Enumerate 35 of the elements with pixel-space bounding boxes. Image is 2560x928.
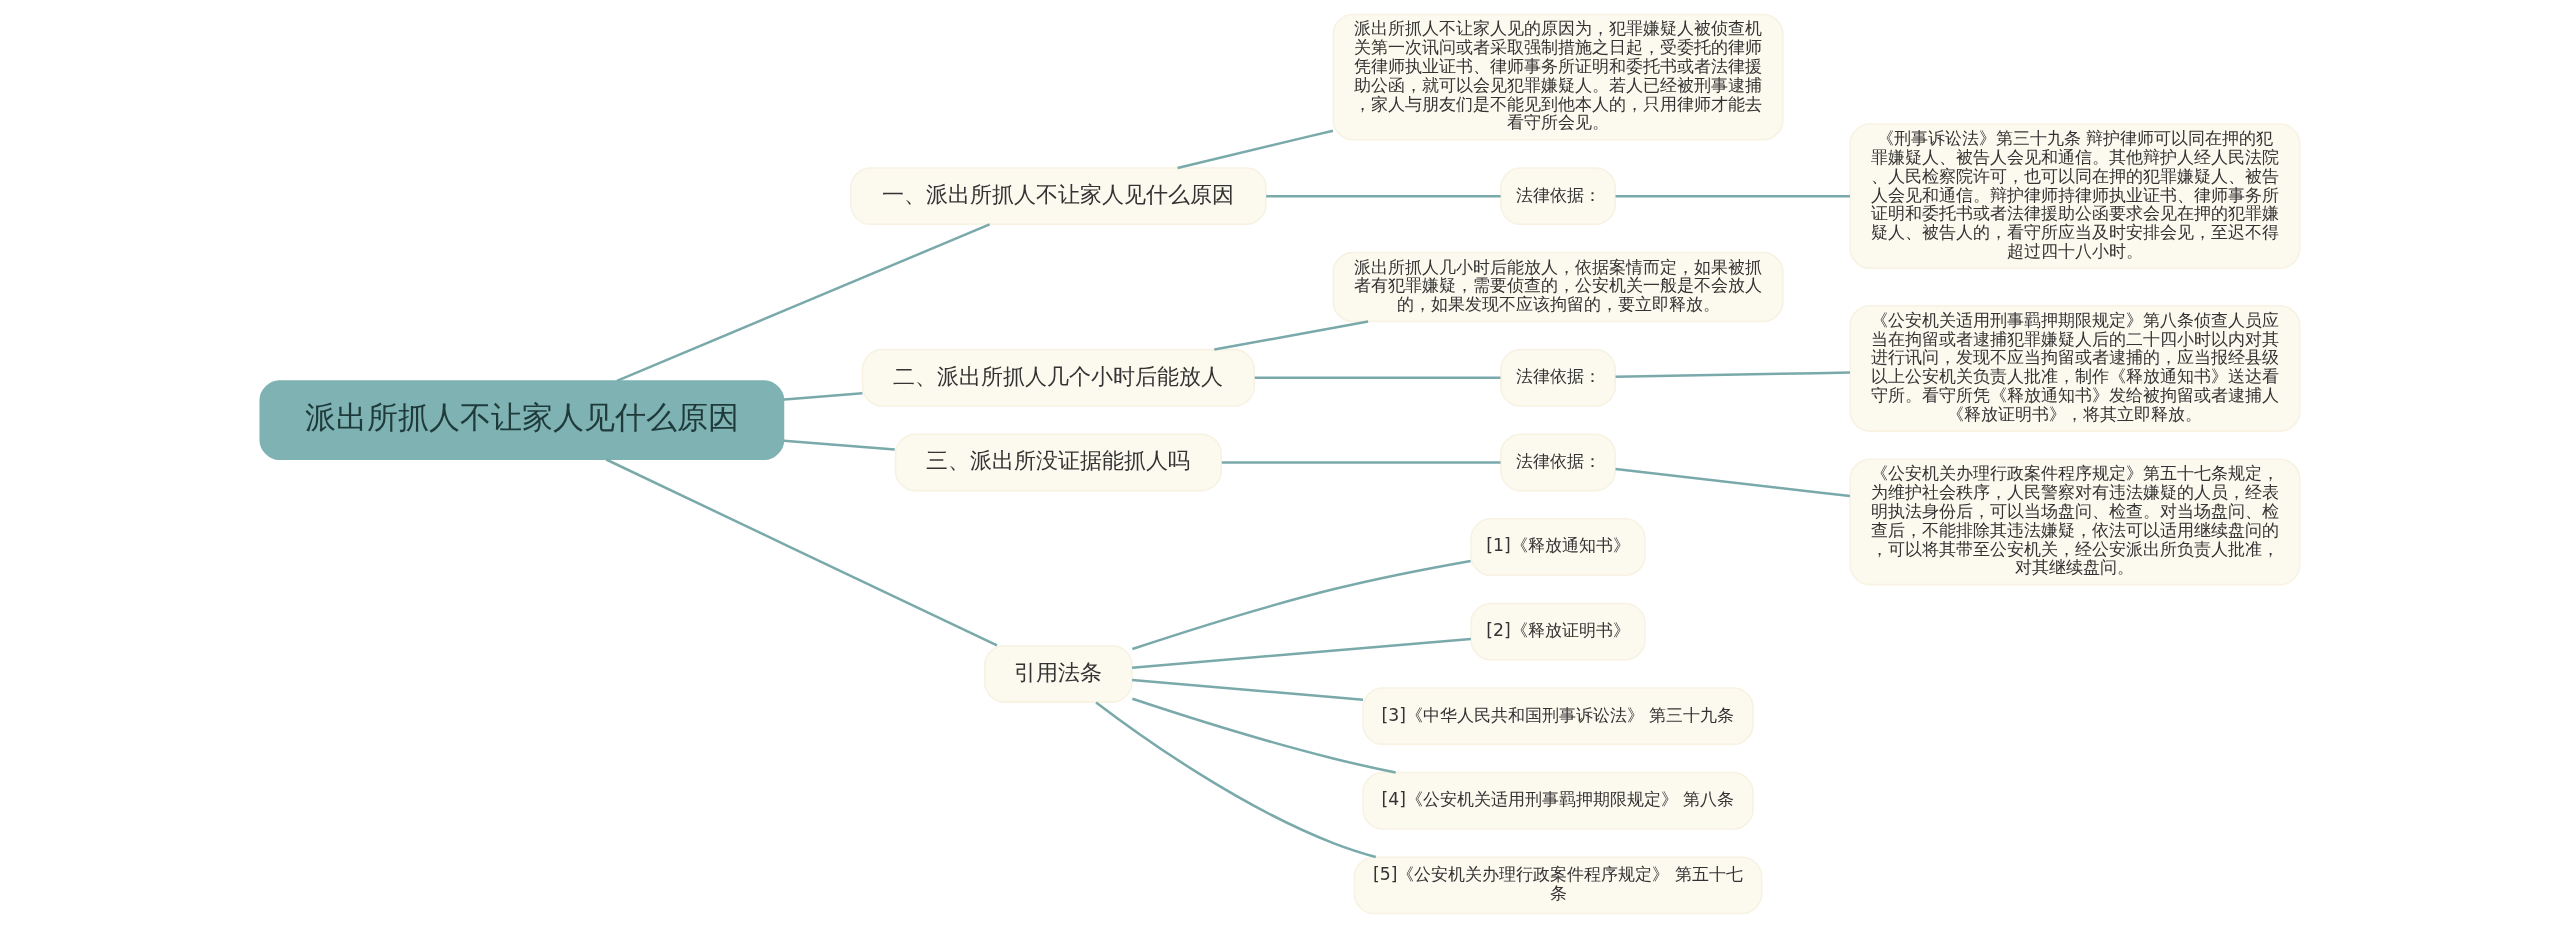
node-box: 一、派出所抓人不让家人见什么原因 xyxy=(850,167,1267,226)
connector xyxy=(1615,371,1850,379)
connector xyxy=(1132,678,1364,701)
connector xyxy=(1132,559,1471,651)
node-box: 《刑事诉讼法》第三十九条 辩护律师可以同在押的犯罪嫌疑人、被告人会见和通信。其他辩护人经人民法院、人民检察院许可，也可以同在押的犯罪嫌疑人、被告人会见和通信。辩护律师持律师执业证书、律师事务所证明和委托书或者法律援助公函要求会见在押的犯罪嫌疑人、被告人的，看守所应当及时安排会见，至迟不得超过四十八小时。 xyxy=(1849,123,2301,269)
node-box: [4]《公安机关适用刑事羁押期限规定》 第八条 xyxy=(1362,771,1754,830)
node-box: 引用法条 xyxy=(983,644,1133,703)
node-box: 派出所抓人不让家人见的原因为，犯罪嫌疑人被侦查机关第一次讯问或者采取强制措施之日起，受委托的律师凭律师执业证书、律师事务所证明和委托书或者法律援助公函，就可以会见犯罪嫌疑人。若人已经被刑事逮捕，家人与朋友们是不能见到他本人的，只用律师才能去看守所会见。 xyxy=(1332,13,1784,141)
node-box: 二、派出所抓人几个小时后能放人 xyxy=(861,348,1255,407)
node-box: [5]《公安机关办理行政案件程序规定》 第五十七条 xyxy=(1353,856,1763,915)
connector xyxy=(605,458,998,647)
connector xyxy=(1095,701,1377,859)
connector xyxy=(1254,376,1501,380)
node-box: [2]《释放证明书》 xyxy=(1470,602,1646,661)
connector xyxy=(1132,697,1396,774)
connector xyxy=(616,223,991,383)
connector xyxy=(783,439,895,451)
connector xyxy=(783,392,863,401)
node-box: 派出所抓人几小时后能放人，依据案情而定，如果被抓者有犯罪嫌疑，需要侦查的，公安机关一般是不会放人的，如果发现不应该拘留的，要立即释放。 xyxy=(1332,251,1784,323)
node-box: 法律依据： xyxy=(1500,433,1616,492)
node-box: [3]《中华人民共和国刑事诉讼法》 第三十九条 xyxy=(1362,687,1754,746)
connector xyxy=(1214,320,1369,351)
node-box: 法律依据： xyxy=(1500,167,1616,226)
node-box: [1]《释放通知书》 xyxy=(1470,518,1646,576)
connector xyxy=(1615,194,1850,198)
connector xyxy=(1132,637,1471,669)
node-box: 法律依据： xyxy=(1500,348,1616,407)
connector xyxy=(1221,461,1501,464)
node-box: 《公安机关适用刑事羁押期限规定》第八条侦查人员应当在拘留或者逮捕犯罪嫌疑人后的二十四小时以内对其进行讯问，发现不应当拘留或者逮捕的，应当报经县级以上公安机关负责人批准，制作《释放通知书》送达看守所。看守所凭《释放通知书》发给被拘留或者逮捕人《释放证明书》，将其立即释放。 xyxy=(1849,305,2301,432)
connector xyxy=(1177,129,1334,170)
node-box: 派出所抓人不让家人见什么原因 xyxy=(259,380,785,461)
connector xyxy=(1615,467,1851,498)
node-box: 三、派出所没证据能抓人吗 xyxy=(894,433,1223,492)
connector xyxy=(1266,194,1501,198)
node-box: 《公安机关办理行政案件程序规定》第五十七条规定，为维护社会秩序，人民警察对有违法嫌疑的人员，经表明执法身份后，可以当场盘问、检查。对当场盘问、检查后，不能排除其违法嫌疑，依法可以适用继续盘问的，可以将其带至公安机关，经公安派出所负责人批准，对其继续盘问。 xyxy=(1849,458,2301,586)
